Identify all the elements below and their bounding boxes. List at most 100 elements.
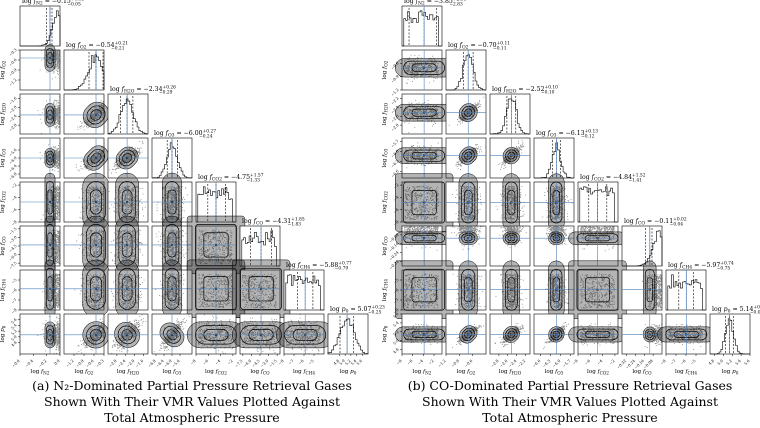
x-axis-label-CH4: log fCH4 <box>675 369 697 375</box>
sample-points <box>580 273 615 309</box>
y-axis-label-H2O: log fH2O <box>0 102 6 125</box>
x-tick-label: −1.6 <box>134 358 144 368</box>
x-tick-label: −6 <box>679 358 687 366</box>
y-tick-label: 5.6 <box>10 316 18 324</box>
y-tick-label: −6 <box>10 287 18 295</box>
y-tick-label: −2.8 <box>8 122 18 132</box>
scatter-panel-H2O-CO <box>489 225 531 267</box>
y-axis-label-O3: log fO3 <box>0 148 6 167</box>
param-title-N2: log fN2 = −3.85+2.36−2.83 <box>404 0 467 7</box>
x-tick-label: −0.3 <box>95 358 105 368</box>
y-axis-label-p0: log p0 <box>0 325 6 342</box>
y-tick-label: 4.8 <box>392 346 400 354</box>
param-title-text: log p0 = 5.14+0.09−0.09 <box>712 305 760 315</box>
sample-points <box>404 185 439 221</box>
x-tick-label: 5.4 <box>734 358 742 366</box>
hist-panel-CO: log fCO = −4.31+1.85−1.83 <box>239 217 305 267</box>
x-tick-label: 0.0 <box>53 358 61 366</box>
x-tick-label: −6.8 <box>147 358 157 368</box>
y-tick-label: −8 <box>392 219 400 227</box>
hist-outline <box>622 230 663 267</box>
y-tick-label: −7.5 <box>8 260 18 270</box>
param-title-CO2: log fCO2 = −4.75+1.57−1.33 <box>198 173 264 183</box>
y-tick-label: −0.6 <box>390 60 400 70</box>
scatter-panel-O3-CO <box>533 225 575 267</box>
hist-panel-CH4: log fCH4 = −5.97+0.74−0.75 <box>665 261 734 311</box>
contour-level <box>118 149 136 167</box>
param-title-O2: log fO2 = −0.70+0.11−0.11 <box>448 41 510 51</box>
param-title-CH4: log fCH4 = −5.88+0.77−0.79 <box>286 261 352 271</box>
x-tick-label: 5.6 <box>355 358 363 366</box>
param-title-text: log fCO = −0.11+0.02−0.04 <box>624 217 687 227</box>
y-tick-label: −6.3 <box>390 158 400 168</box>
x-tick-label: −5.6 <box>171 358 181 368</box>
contour-level <box>507 151 516 160</box>
y-tick-label: 5.2 <box>10 328 18 336</box>
x-tick-label: −2.4 <box>116 358 126 368</box>
scatter-panel-O2-O3 <box>63 137 109 179</box>
y-tick-label: −2.2 <box>390 95 400 105</box>
x-tick-label: −6.4 <box>155 358 165 368</box>
x-tick-label: −7 <box>287 358 295 366</box>
param-title-text: log fH2O = −2.52+0.10−0.10 <box>492 85 558 95</box>
panel-frame <box>283 269 325 311</box>
sample-points <box>75 143 105 172</box>
x-tick-label: 5.4 <box>349 358 357 366</box>
panel-frame <box>63 49 105 91</box>
scatter-panel-O3-CO <box>151 215 193 275</box>
sample-points <box>545 226 574 246</box>
scatter-panel-H2O-CH4 <box>489 260 531 319</box>
param-title-CO2: log fCO2 = −4.84+1.52−1.41 <box>580 173 646 183</box>
hist-outline <box>107 98 148 135</box>
panel-frame <box>327 313 369 355</box>
x-axis-label-H2O: log fH2O <box>499 369 522 375</box>
x-tick-label: −1.2 <box>437 358 447 368</box>
y-tick-label: −5.7 <box>390 138 400 148</box>
hist-panel-H2O: log fH2O = −2.52+0.10−0.10 <box>489 85 558 135</box>
param-title-O2: log fO2 = −0.54+0.21−0.21 <box>66 41 128 51</box>
hist-outline <box>64 54 105 91</box>
hist-panel-O3: log fO3 = −6.00+0.27−0.24 <box>151 129 216 179</box>
contour-level <box>163 325 181 344</box>
panel-frame <box>489 93 531 135</box>
x-tick-label: −5 <box>307 358 315 366</box>
scatter-panel-CO2-CH4 <box>568 260 627 319</box>
y-tick-label: −2.0 <box>8 104 18 114</box>
caption-a-line-3: Total Atmospheric Pressure <box>104 410 280 425</box>
x-tick-label: −8 <box>189 358 197 366</box>
hist-panel-H2O: log fH2O = −2.34+0.26−0.29 <box>107 85 176 135</box>
contour-level <box>117 325 137 345</box>
x-axis-label-N2: log fN2 <box>31 369 50 375</box>
y-axis-label-O2: log fO2 <box>0 60 6 79</box>
x-tick-label: −6 <box>297 358 305 366</box>
param-title-CO: log fCO = −0.11+0.02−0.04 <box>624 217 687 227</box>
contour-level <box>507 330 516 339</box>
x-tick-label: −6.3 <box>541 358 551 368</box>
x-axis-label-O3: log fO3 <box>545 369 564 375</box>
scatter-panel-O2-O3 <box>445 137 487 179</box>
sample-points <box>641 273 663 309</box>
caption-b-line-1: (b) CO-Dominated Partial Pressure Retrie… <box>407 378 733 393</box>
y-tick-label: −4 <box>10 194 18 202</box>
param-title-p0: log p0 = 5.14+0.09−0.09 <box>712 305 760 315</box>
contour-level <box>505 149 518 162</box>
x-tick-label: 4.8 <box>332 358 340 366</box>
scatter-panel-O2-CO <box>63 215 110 275</box>
hist-panel-CH4: log fCH4 = −5.88+0.77−0.79 <box>283 261 352 311</box>
hist-panel-O2: log fO2 = −0.54+0.21−0.21 <box>63 41 128 91</box>
x-tick-label: 5.6 <box>743 358 751 366</box>
y-tick-label: −6.0 <box>390 148 400 158</box>
y-tick-label: 5.4 <box>392 320 400 328</box>
y-axis-label-p0: log p0 <box>382 325 388 342</box>
contour-level <box>90 328 102 341</box>
hist-panel-O2: log fO2 = −0.70+0.11−0.11 <box>445 41 510 91</box>
x-tick-label: −1.5 <box>268 358 278 368</box>
scatter-panel-O2-CH4 <box>63 259 110 318</box>
